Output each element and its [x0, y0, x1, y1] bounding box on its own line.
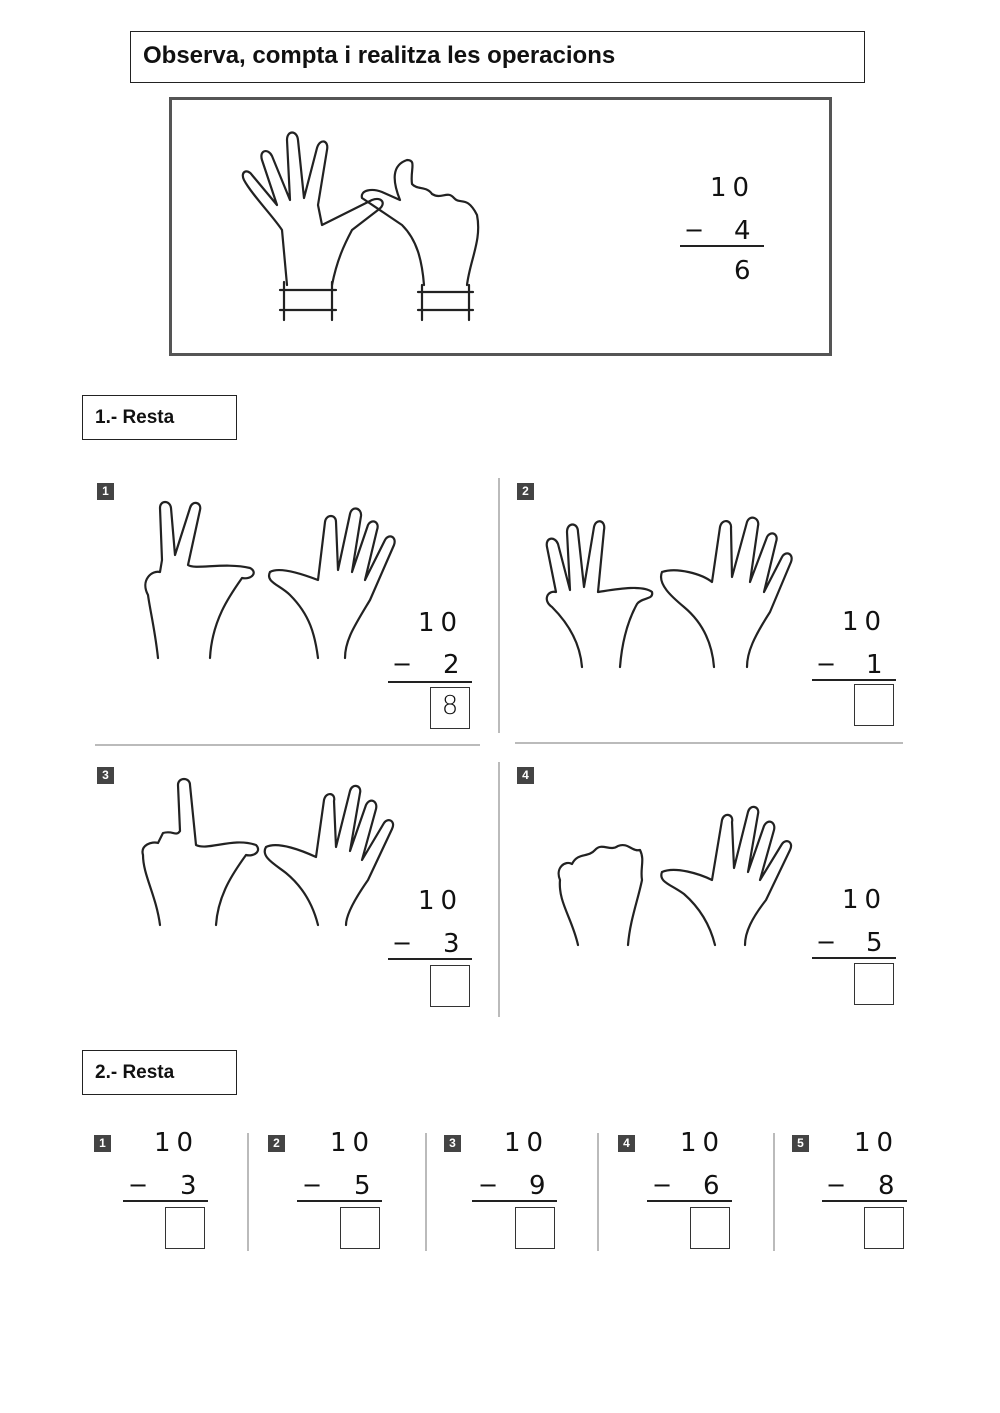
problem-4-answer-box[interactable] [690, 1207, 730, 1249]
example-result: 6 [734, 256, 757, 286]
example-top-number: 10 [710, 173, 756, 203]
exercise-3-top-number: 10 [418, 886, 464, 916]
problem-2-minus-sign: − [302, 1171, 323, 1199]
section-2-label: 2.- Resta [95, 1062, 175, 1083]
exercise-2-badge: 2 [517, 483, 534, 500]
problem-3-subtrahend: 9 [529, 1171, 552, 1201]
exercise-3-badge: 3 [97, 767, 114, 784]
problem-5-subtrahend: 8 [878, 1171, 901, 1201]
exercise-3-hands-illustration [141, 777, 395, 927]
exercise-3-subtrahend: 3 [443, 929, 466, 959]
problem-2-badge: 2 [268, 1135, 285, 1152]
section-1-heading: 1.- Resta [82, 395, 237, 440]
problem-5-badge: 5 [792, 1135, 809, 1152]
problem-2-subtrahend: 5 [354, 1171, 377, 1201]
section-2-divider-1 [247, 1133, 249, 1251]
exercise-4-answer-box[interactable] [854, 963, 894, 1005]
exercise-1-result-line [388, 681, 472, 683]
problem-4-badge: 4 [618, 1135, 635, 1152]
problem-5-answer-box[interactable] [864, 1207, 904, 1249]
example-result-line [680, 245, 764, 247]
exercise-2-hands-illustration [545, 516, 793, 669]
exercise-1-badge: 1 [97, 483, 114, 500]
problem-1-subtrahend: 3 [180, 1171, 203, 1201]
exercise-3-result-line [388, 958, 472, 960]
problem-4-minus-sign: − [652, 1171, 673, 1199]
grid-divider-horizontal-left [95, 744, 480, 746]
exercise-2-top-number: 10 [842, 607, 888, 637]
exercise-4-top-number: 10 [842, 885, 888, 915]
problem-5-minus-sign: − [826, 1171, 847, 1199]
exercise-1-answer-value: 8 [441, 691, 459, 721]
exercise-1-subtrahend: 2 [443, 650, 466, 680]
section-1-label: 1.- Resta [95, 407, 175, 428]
grid-divider-horizontal-right [515, 742, 903, 744]
example-hands-illustration [241, 131, 480, 322]
title-box: Observa, compta i realitza les operacion… [130, 31, 865, 83]
exercise-3-minus-sign: − [392, 929, 413, 957]
problem-3-top-number: 10 [504, 1128, 550, 1158]
problem-3-answer-box[interactable] [515, 1207, 555, 1249]
exercise-2-answer-box[interactable] [854, 684, 894, 726]
grid-divider-vertical-bottom [498, 762, 500, 1017]
exercise-4-subtrahend: 5 [866, 928, 889, 958]
exercise-4-result-line [812, 957, 896, 959]
problem-1-answer-box[interactable] [165, 1207, 205, 1249]
section-2-heading: 2.- Resta [82, 1050, 237, 1095]
problem-3-minus-sign: − [478, 1171, 499, 1199]
exercise-1-minus-sign: − [392, 650, 413, 678]
exercise-1-answer-box[interactable]: 8 [430, 687, 470, 729]
problem-4-result-line [647, 1200, 732, 1202]
example-minus-sign: − [684, 216, 705, 244]
exercise-2-subtrahend: 1 [866, 650, 889, 680]
exercise-4-hands-illustration [557, 805, 793, 947]
section-2-divider-2 [425, 1133, 427, 1251]
problem-3-badge: 3 [444, 1135, 461, 1152]
exercise-2-result-line [812, 679, 896, 681]
exercise-4-badge: 4 [517, 767, 534, 784]
problem-2-result-line [297, 1200, 382, 1202]
problem-5-top-number: 10 [854, 1128, 900, 1158]
problem-1-top-number: 10 [154, 1128, 200, 1158]
exercise-3-answer-box[interactable] [430, 965, 470, 1007]
exercise-1-top-number: 10 [418, 608, 464, 638]
problem-1-minus-sign: − [128, 1171, 149, 1199]
problem-4-subtrahend: 6 [703, 1171, 726, 1201]
exercise-2-minus-sign: − [816, 650, 837, 678]
problem-1-badge: 1 [94, 1135, 111, 1152]
exercise-1-hands-illustration [144, 500, 396, 660]
problem-5-result-line [822, 1200, 907, 1202]
problem-2-answer-box[interactable] [340, 1207, 380, 1249]
grid-divider-vertical-top [498, 478, 500, 733]
example-subtrahend: 4 [734, 216, 757, 246]
page-title: Observa, compta i realitza les operacion… [143, 42, 616, 69]
problem-2-top-number: 10 [330, 1128, 376, 1158]
exercise-4-minus-sign: − [816, 928, 837, 956]
example-box: 10 − 4 6 [169, 97, 832, 356]
section-2-divider-4 [773, 1133, 775, 1251]
problem-4-top-number: 10 [680, 1128, 726, 1158]
problem-1-result-line [123, 1200, 208, 1202]
problem-3-result-line [472, 1200, 557, 1202]
section-2-divider-3 [597, 1133, 599, 1251]
